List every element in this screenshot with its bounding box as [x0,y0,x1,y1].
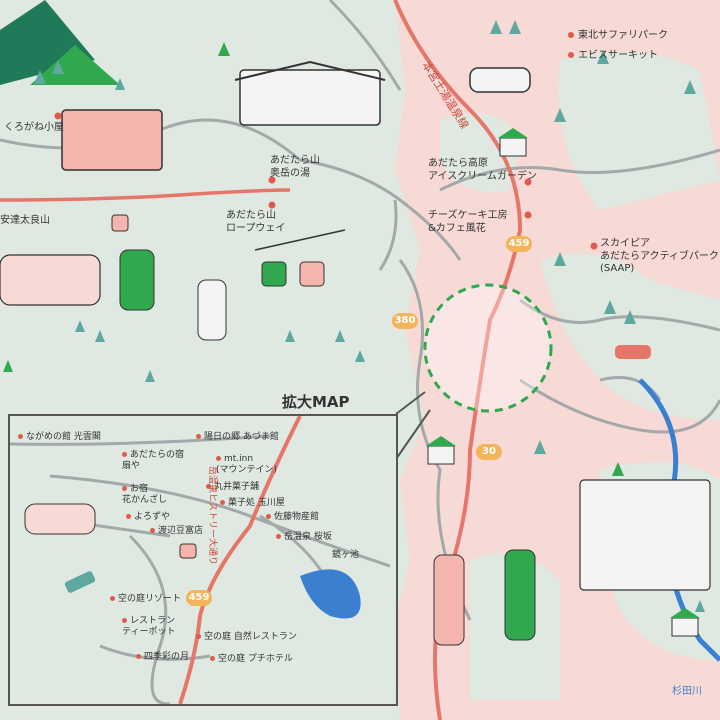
inset-poi-marui[interactable]: 丸井菓子舗 [206,482,259,493]
poi-ebisu-circuit[interactable]: エビスサーキット [568,50,658,63]
inset-poi-soranoniwa-hotel[interactable]: 空の庭 プチホテル [210,654,293,665]
inset-map[interactable]: ながめの館 光雲閣 陽日の郷 あづま館 あだたらの宿 扇や mt.inn (マウ… [8,414,398,706]
inset-poi-tamagawaya[interactable]: 菓子処 玉川屋 [220,498,285,509]
road-shield-459: 459 [506,236,532,252]
poi-skypia[interactable]: スカイピア あだたらアクティブパーク (SAAP) [600,238,719,274]
inset-poi-watanabe[interactable]: 渡辺豆富店 [150,526,203,537]
inset-poi-kagaminoike[interactable]: 鏡ヶ池 [332,550,360,560]
poi-cheesecake-cafe[interactable]: チーズケーキ工房 &カフェ風花 [428,210,508,234]
inset-poi-shikisai[interactable]: 四季彩の月 [136,652,189,663]
inset-poi-soranoniwa-restaurant[interactable]: 空の庭 自然レストラン [196,632,297,643]
road-shield-30: 30 [476,444,502,460]
poi-safari-park[interactable]: 東北サファリパーク [568,30,668,43]
poi-ropeway[interactable]: あだたら山 ロープウェイ [226,210,286,234]
poi-kurogane-hut[interactable]: くろがね小屋 [4,122,64,133]
inset-poi-sakurazaka[interactable]: 岳温泉 桜坂 [276,532,332,543]
inset-poi-kanzashi[interactable]: お宿 花かんざし [122,484,168,505]
inset-road-shield-459: 459 [186,590,212,606]
inset-poi-mtinn[interactable]: mt.inn (マウンテイン) [216,454,278,475]
poi-okudake-onsen[interactable]: あだたら山 奥岳の湯 [270,155,320,179]
inset-title: 拡大MAP [282,393,350,411]
inset-poi-teapot[interactable]: レストラン ティーポット [122,616,176,637]
inset-poi-soranoniwa-resort[interactable]: 空の庭リゾート [110,594,181,605]
inset-poi-ougiya[interactable]: あだたらの宿 扇や [122,450,185,471]
poi-adatara-mountain[interactable]: 安達太良山 [0,215,50,226]
inset-poi-azumakan[interactable]: 陽日の郷 あづま館 [196,432,279,443]
inset-route-name: 岳温泉ヒストリー大通り [207,466,217,566]
inset-poi-yorozuya[interactable]: よろずや [126,512,170,523]
river-label: 杉田川 [672,686,702,697]
road-shield-380: 380 [392,313,418,329]
inset-poi-kounkaku[interactable]: ながめの館 光雲閣 [18,432,101,443]
inset-poi-sato[interactable]: 佐藤物産館 [266,512,319,523]
poi-icecream-garden[interactable]: あだたら高原 アイスクリームガーデン [428,158,537,182]
